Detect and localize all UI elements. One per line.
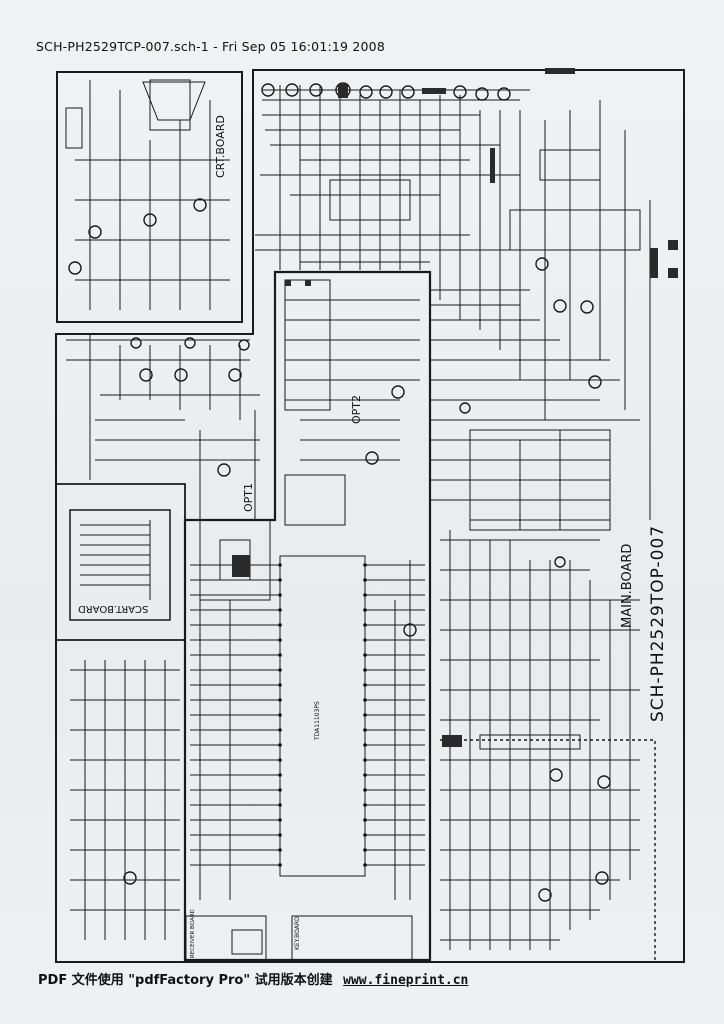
crt-board-label: CRT.BOARD bbox=[214, 115, 227, 178]
opt2-label: OPT2 bbox=[350, 394, 363, 424]
main-board-label: MAIN.BOARD bbox=[620, 543, 635, 628]
key-board-label: KEY.BOARD bbox=[294, 916, 301, 950]
main-board-code: SCH-PH2529TOP-007 bbox=[648, 524, 668, 722]
scart-board-label: SCART.BOARD bbox=[78, 603, 149, 614]
page-title: SCH-PH2529TCP-007.sch-1 - Fri Sep 05 16:… bbox=[36, 39, 385, 54]
pdf-watermark: PDF 文件使用 "pdfFactory Pro" 试用版本创建 www.fin… bbox=[38, 969, 468, 988]
opt1-label: OPT1 bbox=[242, 482, 255, 512]
watermark-text: PDF 文件使用 "pdfFactory Pro" 试用版本创建 bbox=[38, 973, 333, 988]
ic-part-label: TDA11103PS bbox=[314, 701, 321, 740]
watermark-link[interactable]: www.fineprint.cn bbox=[343, 973, 469, 988]
receiver-board-label: RECEIVER BOARD bbox=[190, 909, 196, 958]
